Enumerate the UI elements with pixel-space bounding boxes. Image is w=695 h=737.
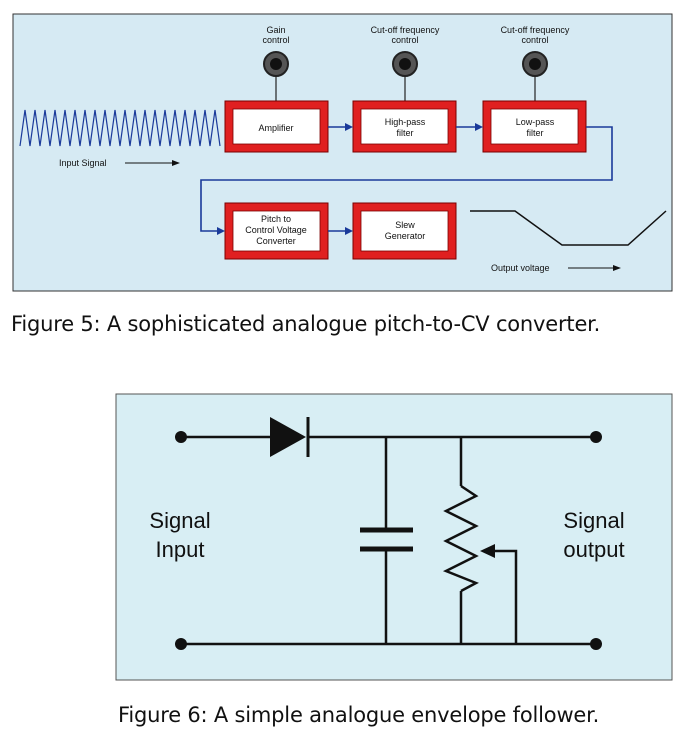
signal-output-label-1: Signal bbox=[563, 508, 624, 533]
input-signal-arrow bbox=[125, 160, 180, 166]
high-pass-label-1: High-pass bbox=[385, 117, 426, 127]
pitch-to-cv-label-2: Control Voltage bbox=[245, 225, 307, 235]
low-pass-filter-block: Low-pass filter bbox=[482, 100, 587, 153]
wire-arrowheads bbox=[217, 123, 483, 235]
slew-label-1: Slew bbox=[395, 220, 415, 230]
output-terminal-bottom bbox=[590, 638, 602, 650]
input-waveform bbox=[19, 109, 221, 147]
figure5-diagram: Gain control Cut-off frequency control C… bbox=[12, 13, 673, 292]
amplifier-block: Amplifier bbox=[224, 100, 329, 153]
output-terminal-top bbox=[590, 431, 602, 443]
high-pass-label-2: filter bbox=[396, 128, 413, 138]
capacitor-symbol bbox=[360, 437, 413, 644]
low-pass-cutoff-knob bbox=[522, 51, 548, 101]
signal-input-label-1: Signal bbox=[149, 508, 210, 533]
lp-control-label-1: Cut-off frequency bbox=[501, 25, 570, 35]
amplifier-label: Amplifier bbox=[258, 123, 293, 133]
wiper-arrowhead bbox=[480, 544, 495, 558]
diode-symbol bbox=[270, 417, 310, 457]
low-pass-label-2: filter bbox=[526, 128, 543, 138]
signal-input-label-2: Input bbox=[156, 537, 205, 562]
output-voltage-curve bbox=[470, 210, 667, 246]
hp-control-label-1: Cut-off frequency bbox=[371, 25, 440, 35]
figure5-caption: Figure 5: A sophisticated analogue pitch… bbox=[11, 312, 601, 336]
pitch-to-cv-label-1: Pitch to bbox=[261, 214, 291, 224]
slew-generator-block: Slew Generator bbox=[352, 202, 457, 260]
input-terminal-bottom bbox=[175, 638, 187, 650]
variable-resistor-symbol bbox=[442, 437, 518, 644]
figure6-diagram: Signal Input Signal output bbox=[115, 393, 673, 681]
output-voltage-label: Output voltage bbox=[491, 263, 550, 273]
low-pass-label-1: Low-pass bbox=[516, 117, 555, 127]
high-pass-cutoff-knob bbox=[392, 51, 418, 101]
figure6-background bbox=[115, 393, 673, 681]
pitch-to-cv-block: Pitch to Control Voltage Converter bbox=[224, 202, 329, 260]
output-voltage-arrow bbox=[568, 265, 621, 271]
gain-control-label-1: Gain bbox=[266, 25, 285, 35]
input-terminal-top bbox=[175, 431, 187, 443]
signal-wires bbox=[200, 126, 613, 232]
gain-control-knob bbox=[263, 51, 289, 101]
pitch-to-cv-label-3: Converter bbox=[256, 236, 296, 246]
high-pass-filter-block: High-pass filter bbox=[352, 100, 457, 153]
hp-control-label-2: control bbox=[391, 35, 418, 45]
lp-control-label-2: control bbox=[521, 35, 548, 45]
slew-label-2: Generator bbox=[385, 231, 426, 241]
signal-output-label-2: output bbox=[563, 537, 624, 562]
gain-control-label-2: control bbox=[262, 35, 289, 45]
figure6-caption: Figure 6: A simple analogue envelope fol… bbox=[118, 703, 600, 727]
input-signal-label: Input Signal bbox=[59, 158, 107, 168]
